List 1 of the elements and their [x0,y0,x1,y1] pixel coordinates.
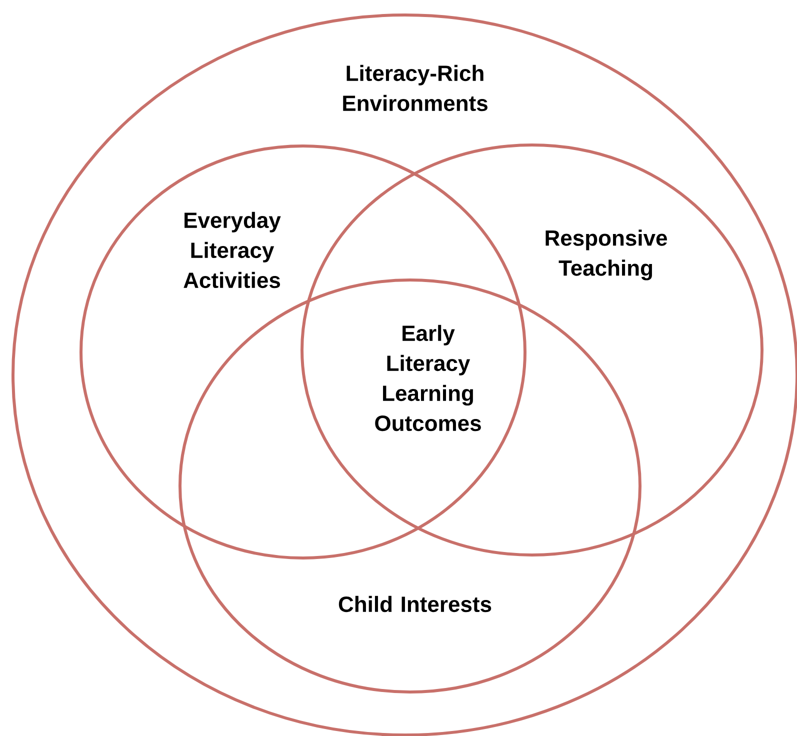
overlap-label: Early Literacy Learning Outcomes [375,324,481,432]
